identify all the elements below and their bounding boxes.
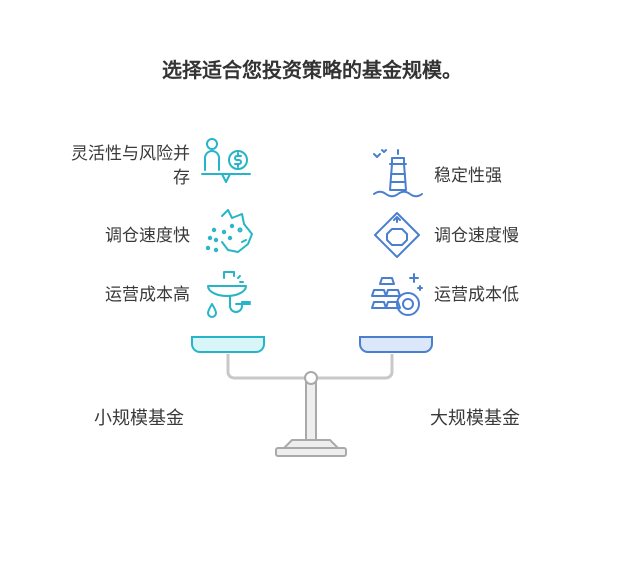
page-title: 选择适合您投资策略的基金规模。 bbox=[162, 58, 462, 82]
right-scale-pan bbox=[359, 336, 433, 353]
scale-post bbox=[305, 377, 317, 441]
scale-base bbox=[275, 447, 347, 457]
left-trait-speed: 调仓速度快 bbox=[105, 226, 190, 246]
right-trait-speed: 调仓速度慢 bbox=[434, 226, 519, 246]
left-trait-flexibility: 灵活性与风险并 存 bbox=[40, 142, 190, 190]
scale-pivot bbox=[304, 371, 318, 385]
scale-beam bbox=[226, 354, 394, 380]
left-trait-flexibility-line1: 灵活性与风险并 bbox=[71, 144, 190, 164]
left-trait-cost: 运营成本高 bbox=[105, 285, 190, 305]
right-trait-stability: 稳定性强 bbox=[434, 166, 502, 186]
left-scale-pan bbox=[191, 336, 265, 353]
slow-road-sign-icon bbox=[372, 210, 422, 260]
scale-base-top bbox=[281, 439, 341, 449]
lighthouse-icon bbox=[370, 148, 424, 202]
person-balance-dollar-icon bbox=[198, 136, 254, 188]
small-fund-label: 小规模基金 bbox=[94, 408, 184, 429]
gold-bars-coin-icon bbox=[370, 268, 426, 320]
large-fund-label: 大规模基金 bbox=[430, 408, 520, 429]
leaking-sink-icon bbox=[200, 268, 256, 322]
right-trait-cost: 运营成本低 bbox=[434, 285, 519, 305]
left-trait-flexibility-line2: 存 bbox=[173, 168, 190, 188]
cheetah-icon bbox=[202, 208, 256, 260]
